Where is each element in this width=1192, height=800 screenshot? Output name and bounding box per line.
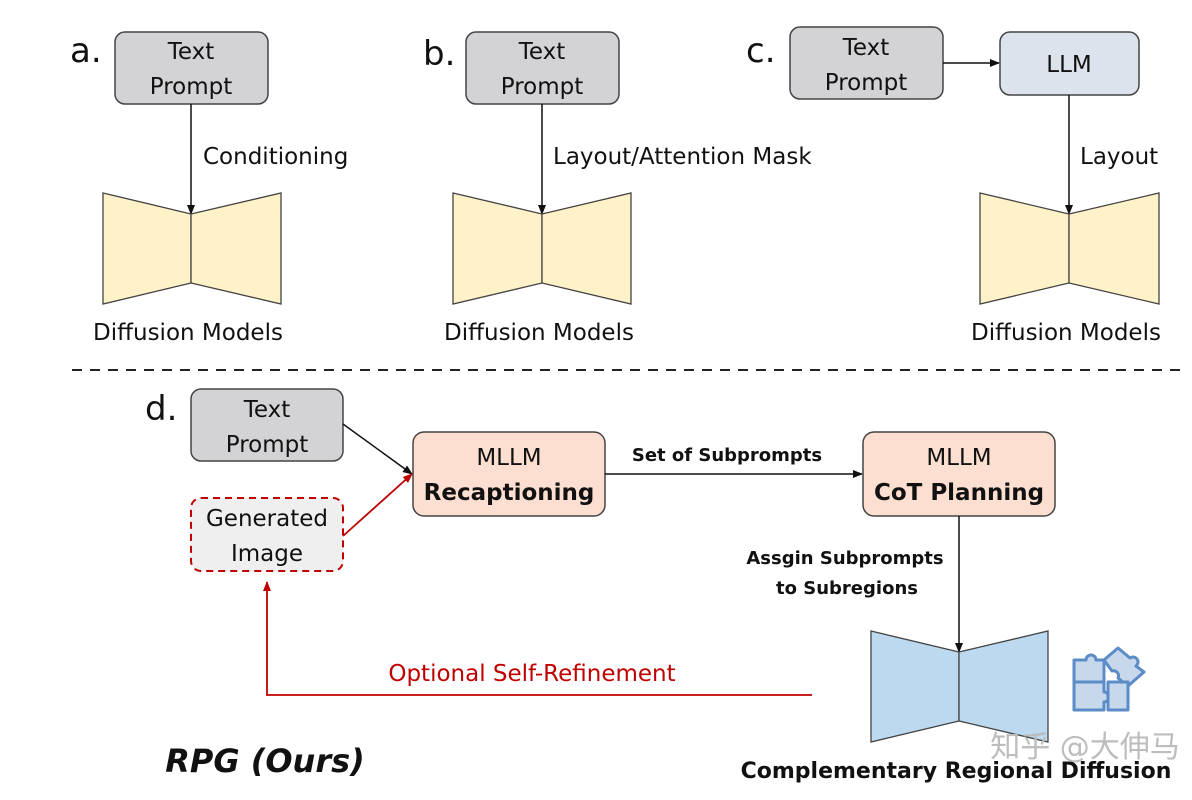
panel-c-text-prompt-box: Text Prompt — [789, 26, 944, 100]
panel-d-recap-line2: Recaptioning — [424, 480, 595, 506]
panel-d-prompt-line2: Prompt — [226, 432, 309, 458]
panel-c-prompt-line1: Text — [842, 35, 890, 61]
panel-b-prompt-line2: Prompt — [501, 74, 584, 100]
panel-d-assign-line2: to Subregions — [776, 578, 918, 599]
panel-d-generated-line1: Generated — [206, 506, 328, 532]
panel-c-llm-box: LLM — [999, 31, 1140, 96]
panel-c-edge-label: Layout — [1080, 144, 1158, 170]
panel-d-mllm-recaptioning-box: MLLM Recaptioning — [412, 431, 606, 517]
panel-c-model-label: Diffusion Models — [971, 320, 1161, 346]
panel-c-prompt-line2: Prompt — [825, 70, 908, 96]
panel-d-image-to-recaption-arrow — [342, 473, 413, 537]
panel-a-edge-label: Conditioning — [203, 144, 348, 170]
panel-a-text-prompt-box: Text Prompt — [114, 31, 269, 105]
puzzle-icon — [1072, 646, 1146, 712]
panel-d-mllm-cot-planning-box: MLLM CoT Planning — [862, 431, 1056, 517]
panel-c-llm-label: LLM — [1046, 52, 1091, 78]
panel-a-letter: a. — [70, 31, 102, 71]
panel-b-letter: b. — [423, 34, 455, 74]
panel-c-letter: c. — [746, 31, 776, 71]
panel-d-generated-image-box: Generated Image — [190, 497, 344, 572]
panel-d-generated-line2: Image — [231, 541, 303, 567]
panel-d-cot-line1: MLLM — [926, 445, 991, 471]
panel-d-prompt-to-recaption-arrow — [342, 423, 413, 475]
panel-b: b. Text Prompt Layout/Attention Mask Dif… — [423, 31, 812, 346]
panel-a-model-label: Diffusion Models — [93, 320, 283, 346]
panel-c-diffusion-model-shape — [979, 192, 1160, 305]
panel-b-diffusion-model-shape — [452, 192, 632, 305]
panel-d-regional-diffusion-shape — [870, 630, 1049, 743]
panel-d-letter: d. — [145, 389, 177, 429]
panel-d-refinement-label: Optional Self-Refinement — [388, 661, 675, 687]
panel-a-diffusion-model-shape — [102, 192, 282, 305]
panel-d-recap-line1: MLLM — [476, 445, 541, 471]
panel-b-model-label: Diffusion Models — [444, 320, 634, 346]
panel-a: a. Text Prompt Conditioning Diffusion Mo… — [70, 31, 348, 346]
panel-d-text-prompt-box: Text Prompt — [190, 388, 344, 462]
panel-d-subprompts-label: Set of Subprompts — [632, 445, 822, 466]
panel-b-text-prompt-box: Text Prompt — [465, 31, 620, 105]
panel-a-prompt-line2: Prompt — [150, 74, 233, 100]
panel-d-cot-line2: CoT Planning — [874, 480, 1044, 506]
panel-d-assign-line1: Assgin Subprompts — [746, 548, 943, 569]
panel-a-prompt-line1: Text — [167, 39, 215, 65]
panel-d-diffusion-label: Complementary Regional Diffusion — [741, 759, 1172, 784]
panel-d-method-label: RPG (Ours) — [165, 742, 365, 780]
panel-d-self-refinement-arrow — [263, 581, 812, 696]
watermark: 知乎 @大伸马 — [990, 730, 1180, 765]
panel-c: c. Text Prompt LLM Layout Diffusion Mode… — [746, 26, 1161, 346]
panel-d-prompt-line1: Text — [243, 397, 291, 423]
panel-b-edge-label: Layout/Attention Mask — [553, 144, 812, 170]
panel-b-prompt-line1: Text — [518, 39, 566, 65]
panel-d: d. Text Prompt Generated Image MLLM Reca… — [145, 388, 1180, 784]
